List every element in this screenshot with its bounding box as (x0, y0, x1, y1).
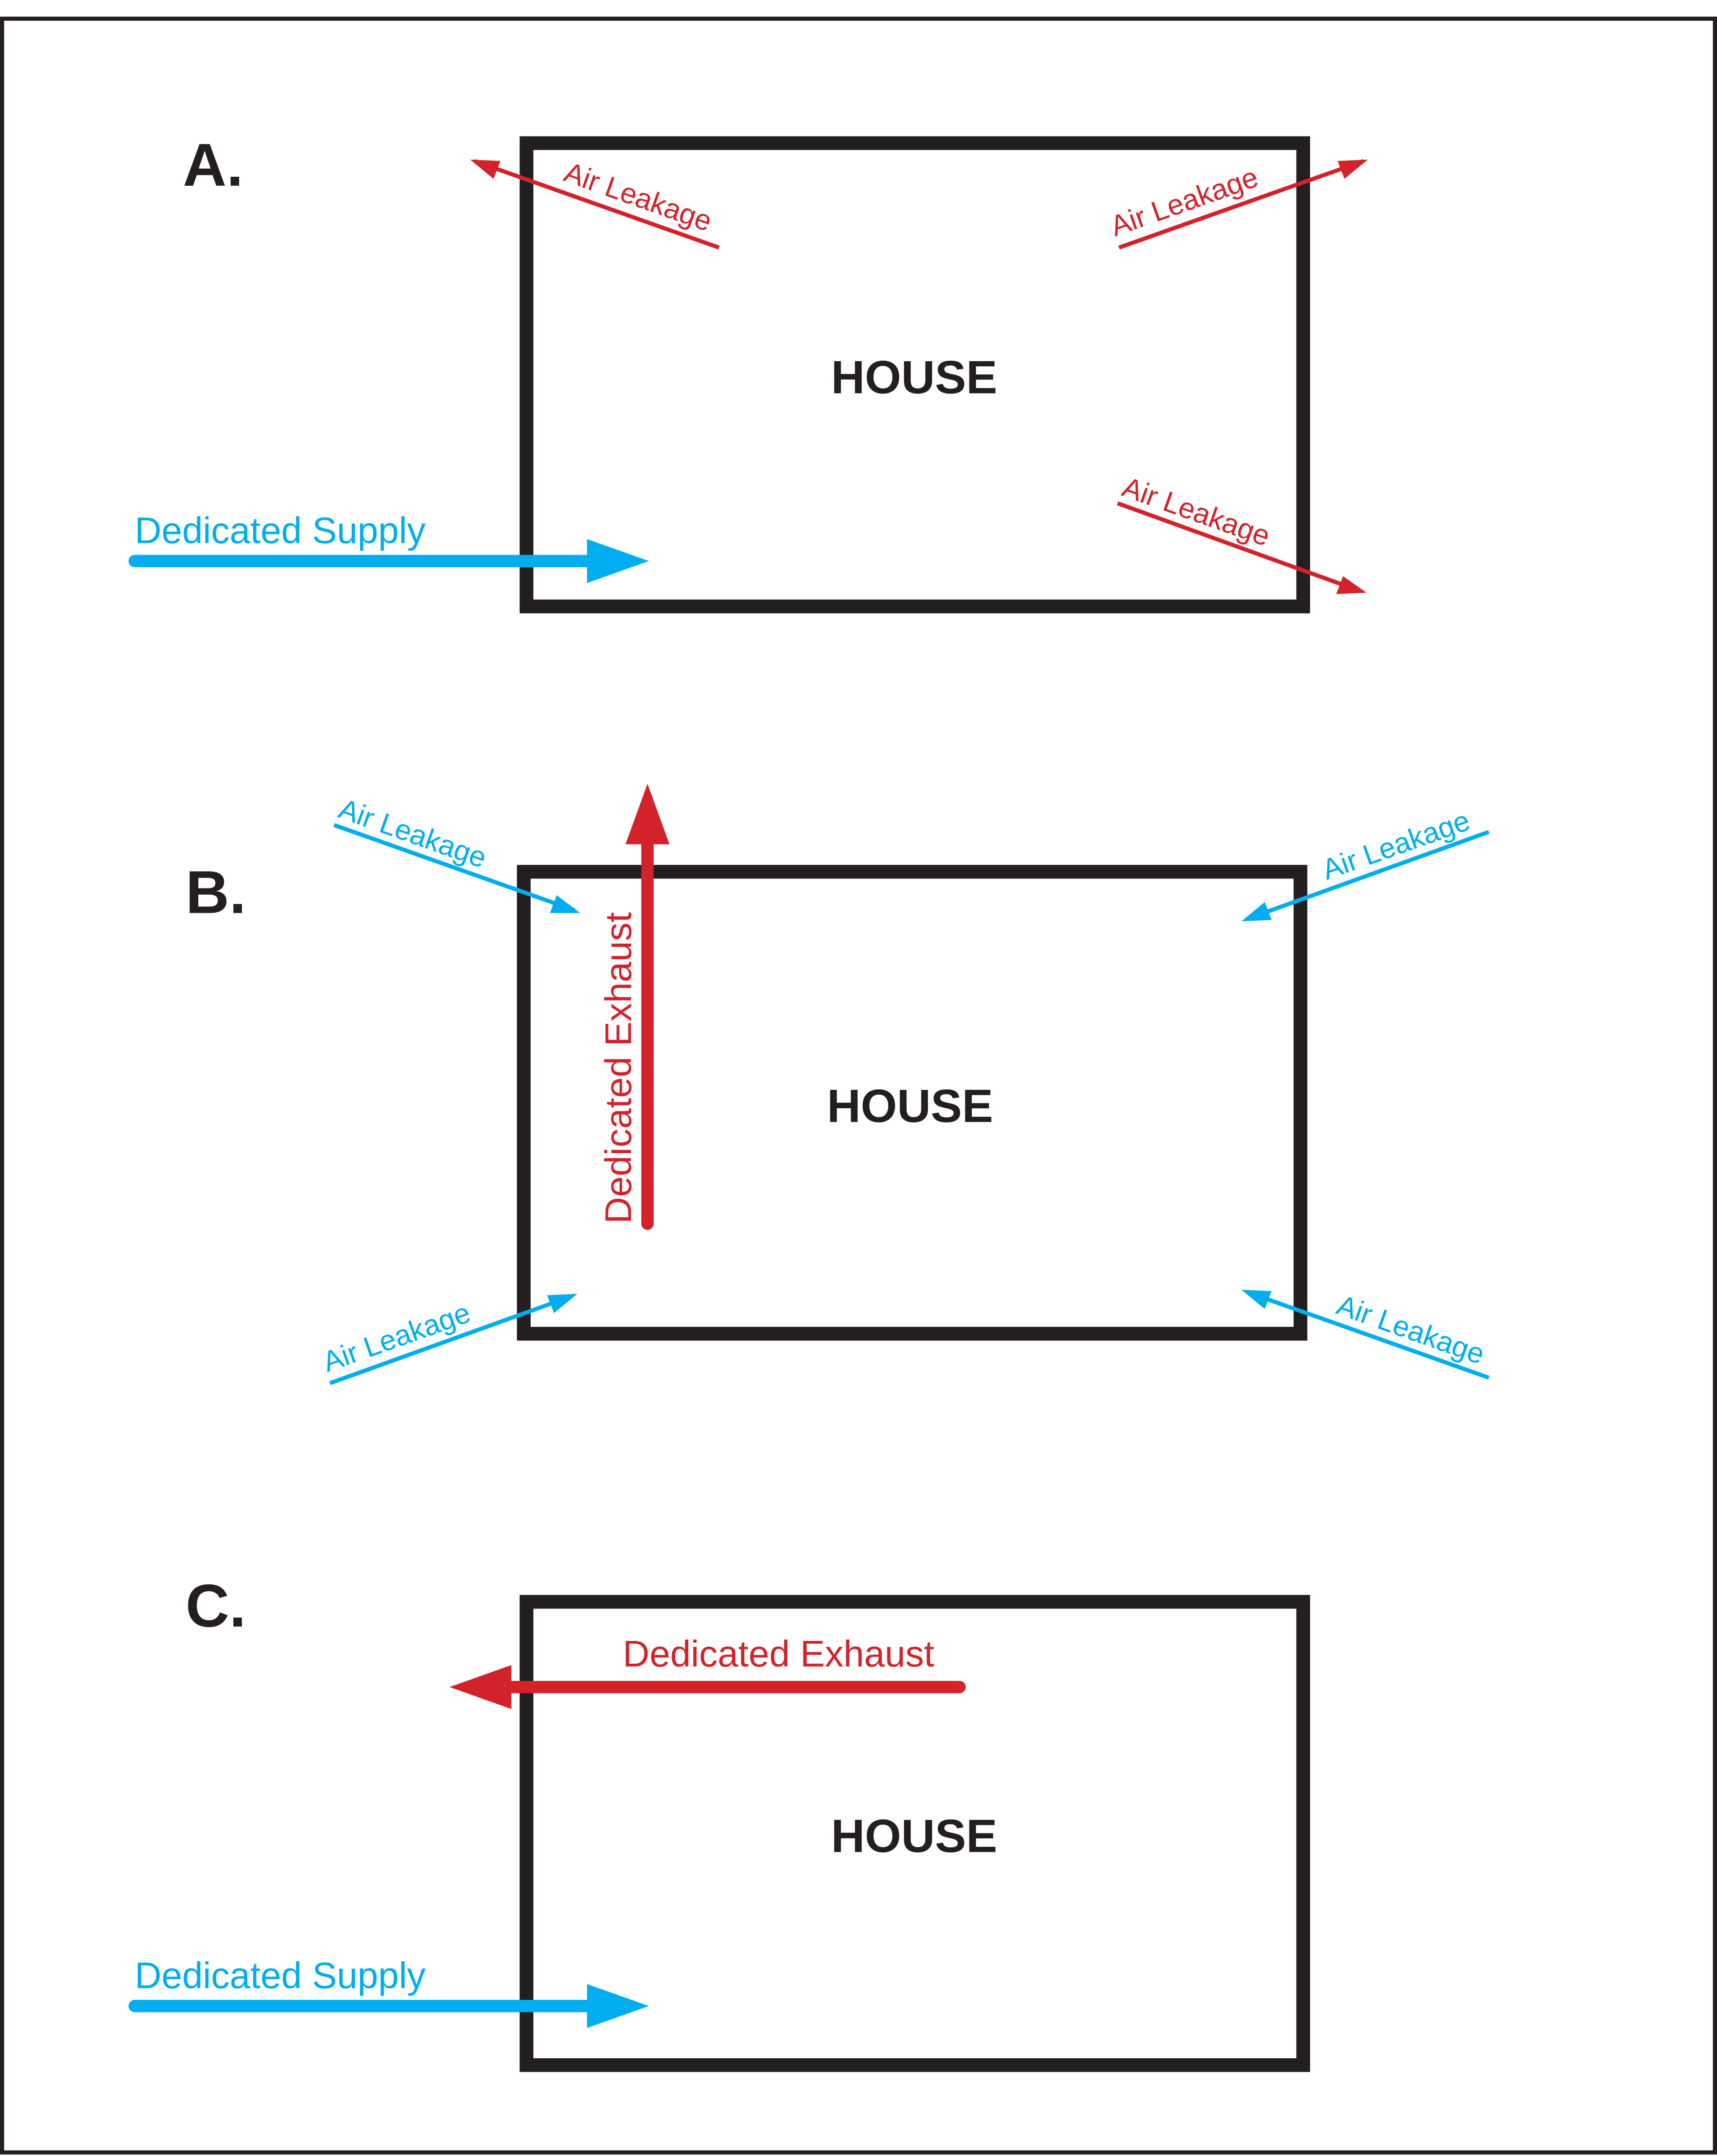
leakage-arrowhead (470, 159, 501, 179)
leakage-arrowhead (1336, 576, 1367, 594)
outer-border (0, 17, 1717, 2155)
exhaust-label: Dedicated Exhaust (623, 1633, 934, 1675)
leakage-label: Air Leakage (319, 1296, 475, 1378)
house-outline (517, 865, 1307, 1341)
house-outline (520, 1595, 1311, 2072)
exhaust-arrowhead (449, 1665, 511, 1709)
house-label: HOUSE (827, 1080, 993, 1133)
leakage-arrowhead (550, 895, 581, 913)
leakage-arrow-top-left (333, 823, 576, 913)
leakage-arrow-top-right (1247, 830, 1490, 921)
exhaust-arrowhead (625, 783, 670, 844)
panel-a: A. HOUSE Air Leakage Air Leakage Air Lea… (128, 131, 1368, 613)
exhaust-label: Dedicated Exhaust (597, 912, 639, 1224)
supply-label: Dedicated Supply (135, 510, 426, 551)
leakage-arrow-top-left (473, 159, 720, 250)
house-label: HOUSE (831, 1811, 997, 1863)
leakage-label: Air Leakage (1106, 161, 1263, 242)
house-outline (520, 136, 1311, 613)
supply-arrowhead (587, 1984, 649, 2028)
supply-label: Dedicated Supply (135, 1955, 426, 1996)
leakage-arrow-bottom-right (1247, 1290, 1490, 1380)
house-label: HOUSE (831, 352, 997, 404)
leakage-label: Air Leakage (560, 156, 717, 237)
leakage-arrowhead (547, 1294, 577, 1313)
leakage-arrow-bottom-right (1117, 501, 1362, 594)
panel-c: C. HOUSE Dedicated Exhaust Dedicated Sup… (128, 1572, 1311, 2072)
panel-letter: C. (186, 1572, 246, 1640)
panel-letter: B. (186, 858, 246, 926)
leakage-arrowhead (1337, 159, 1368, 179)
supply-arrowhead (587, 539, 649, 583)
panel-b: B. HOUSE Dedicated Exhaust Air Leakage A… (186, 783, 1490, 1386)
leakage-arrow-top-right (1118, 159, 1365, 250)
leakage-arrow-bottom-left (329, 1294, 572, 1386)
leakage-arrowhead (1241, 1290, 1272, 1309)
panel-letter: A. (183, 131, 244, 199)
leakage-arrowhead (1241, 902, 1272, 922)
